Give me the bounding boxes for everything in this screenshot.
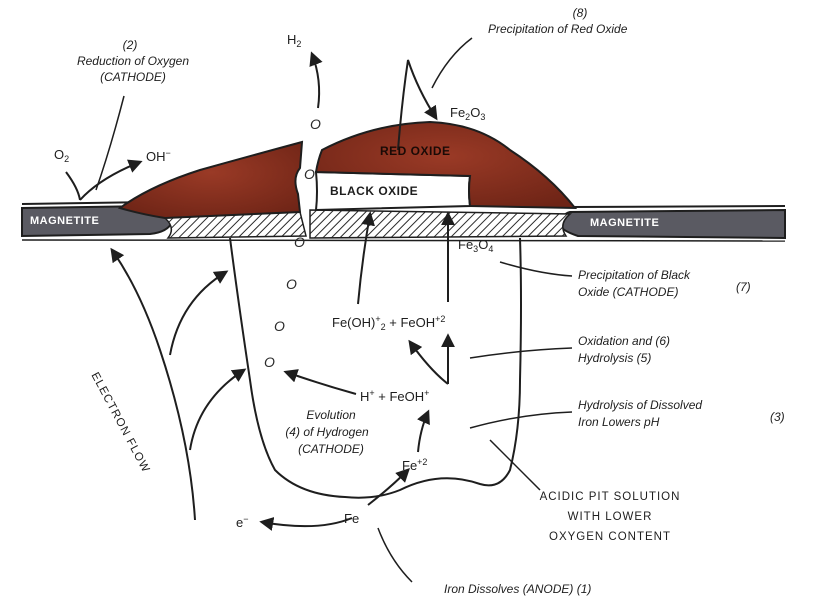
arrow-oxidation-cycle	[410, 342, 448, 384]
bubble-4: O	[286, 276, 297, 292]
black-oxide-precipitation-label: Precipitation of Black	[578, 268, 690, 282]
leader-hydrolysis	[470, 412, 572, 428]
leader-red-oxide	[432, 38, 472, 88]
hydrolysis-dissolved-label: Hydrolysis of Dissolved	[578, 398, 702, 412]
arrow-o2-stem	[66, 172, 80, 200]
bubble-2: O	[304, 166, 315, 182]
arrow-h-to-bubbles	[286, 372, 356, 394]
red-oxide-step-number: (8)	[560, 6, 600, 20]
plate-top-edge-right	[570, 206, 785, 207]
arrow-fe2-to-hplus	[418, 412, 428, 452]
arrow-h2-rise	[312, 54, 319, 108]
iron-dissolves-anode-label: Iron Dissolves (ANODE) (1)	[444, 582, 591, 596]
fe3o4-label: Fe3O4	[458, 238, 493, 256]
hydroxide-label: OH−	[146, 146, 171, 164]
bubble-6: O	[264, 354, 275, 370]
ferrous-ion-label: Fe+2	[402, 455, 427, 473]
red-oxide-band-label: RED OXIDE	[380, 144, 451, 158]
o2-label: O2	[54, 148, 69, 166]
evolution-label: Evolution	[276, 408, 386, 422]
hydrolysis-5-label: Hydrolysis (5)	[578, 351, 651, 365]
fe2o3-label: Fe2O3	[450, 106, 485, 124]
iron-label: Fe	[344, 512, 359, 526]
lowers-ph-label: Iron Lowers pH	[578, 415, 659, 429]
oxygen-reduction-label: Reduction of Oxygen	[58, 54, 208, 68]
plate-bottom-edge	[22, 240, 785, 241]
oxidation-label: Oxidation and (6)	[578, 334, 670, 348]
hydrogen-evolution-label: (4) of Hydrogen	[262, 425, 392, 439]
bubble-3: O	[294, 234, 305, 250]
black-oxide-cathode-label: Oxide (CATHODE)	[578, 285, 678, 299]
oxygen-content-label: OXYGEN CONTENT	[520, 530, 700, 544]
electron-label: e−	[236, 512, 249, 530]
leader-black-oxide	[500, 262, 572, 276]
hydrolysis-step-number: (3)	[770, 410, 785, 424]
oxygen-step-number: (2)	[110, 38, 150, 52]
bubble-1: O	[310, 116, 321, 132]
arrow-electron-flow	[112, 250, 195, 520]
iron-hydroxide-label: Fe(OH)+2 + FeOH+2	[332, 312, 445, 334]
magnetite-right-label: MAGNETITE	[590, 216, 659, 230]
red-oxide-precipitation-label: Precipitation of Red Oxide	[488, 22, 627, 36]
lower-label: WITH LOWER	[520, 510, 700, 524]
bubble-5: O	[274, 318, 285, 334]
leader-anode	[378, 528, 412, 582]
h2-label: H2	[287, 33, 301, 51]
arrow-o2-to-oh	[80, 162, 140, 200]
oxygen-cathode-label: (CATHODE)	[58, 70, 208, 84]
hydrogen-ion-label: H+ + FeOH+	[360, 386, 429, 404]
black-oxide-band-label: BLACK OXIDE	[330, 184, 418, 198]
arrow-fe-to-fe2	[368, 470, 408, 505]
arrow-fe-to-electron	[262, 518, 352, 526]
hydrogen-cathode-label: (CATHODE)	[276, 442, 386, 456]
black-oxide-step-number: (7)	[736, 280, 751, 294]
magnetite-left-label: MAGNETITE	[30, 214, 99, 228]
hatched-band-right	[310, 210, 570, 238]
acidic-pit-label: ACIDIC PIT SOLUTION	[520, 490, 700, 504]
arrow-electron-branch-2	[190, 370, 244, 450]
arrow-electron-branch-1	[170, 272, 226, 355]
